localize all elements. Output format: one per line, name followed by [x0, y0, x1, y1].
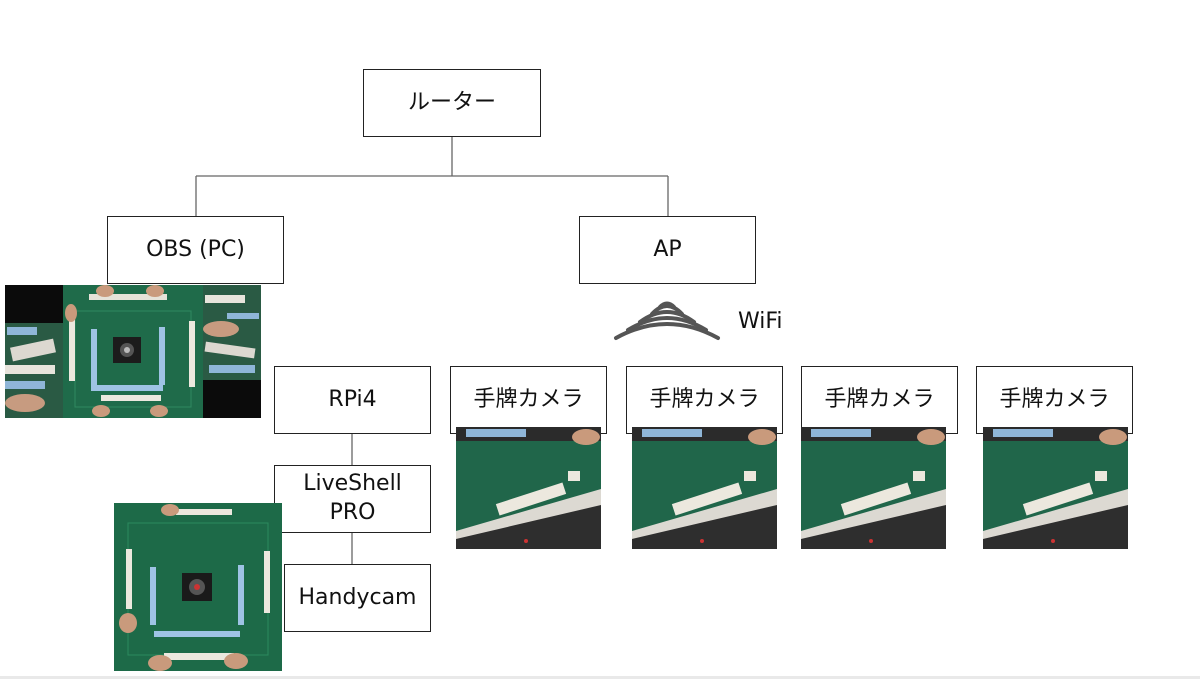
hand-camera-label: 手牌カメラ — [649, 386, 760, 412]
hand-camera-photo — [632, 427, 777, 549]
hand-camera-node: 手牌カメラ — [626, 366, 783, 434]
obs-pc-label: OBS (PC) — [146, 236, 245, 262]
obs-pc-node: OBS (PC) — [107, 216, 284, 284]
ap-node: AP — [579, 216, 756, 284]
handycam-table-photo — [114, 503, 282, 671]
hand-camera-photo — [801, 427, 946, 549]
ap-label: AP — [653, 236, 682, 262]
hand-camera-label: 手牌カメラ — [999, 386, 1110, 412]
handycam-label: Handycam — [298, 584, 417, 610]
handycam-node: Handycam — [284, 564, 431, 632]
obs-composite-preview — [5, 285, 261, 418]
liveshell-label: LiveShell PRO — [303, 471, 402, 525]
router-label: ルーター — [407, 89, 496, 115]
rpi4-node: RPi4 — [274, 366, 431, 434]
hand-camera-label: 手牌カメラ — [473, 386, 584, 412]
hand-camera-label: 手牌カメラ — [824, 386, 935, 412]
wifi-label: WiFi — [738, 309, 783, 334]
hand-camera-node: 手牌カメラ — [976, 366, 1133, 434]
hand-camera-photo — [983, 427, 1128, 549]
router-node: ルーター — [363, 69, 541, 137]
liveshell-node: LiveShell PRO — [274, 465, 431, 533]
hand-camera-node: 手牌カメラ — [801, 366, 958, 434]
hand-camera-photo — [456, 427, 601, 549]
rpi4-label: RPi4 — [328, 386, 377, 412]
wifi-icon — [614, 301, 720, 340]
hand-camera-node: 手牌カメラ — [450, 366, 607, 434]
